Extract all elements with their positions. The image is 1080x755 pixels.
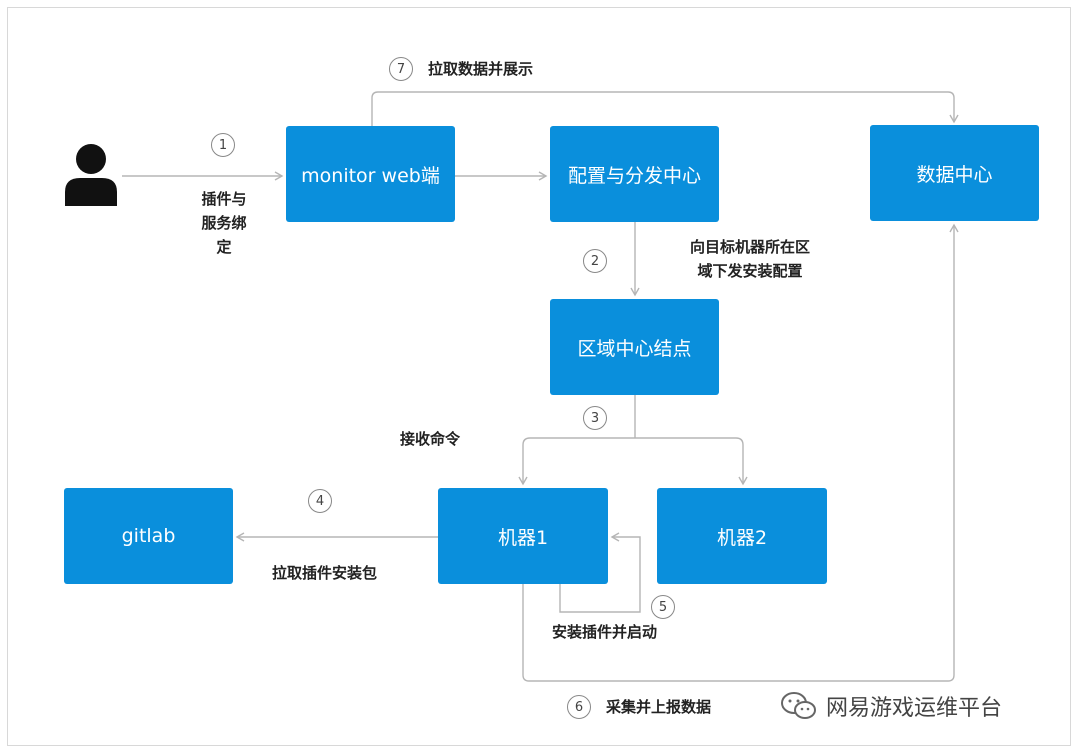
label-pull-package: 拉取插件安装包 xyxy=(272,564,378,582)
machine1-node: 机器1 xyxy=(438,488,608,584)
watermark: 网易游戏运维平台 xyxy=(780,690,1002,722)
step-2-marker: 2 xyxy=(583,249,607,273)
step-1-marker: 1 xyxy=(211,133,235,157)
watermark-text: 网易游戏运维平台 xyxy=(826,696,1003,721)
step-4-marker: 4 xyxy=(308,489,332,513)
gitlab-node: gitlab xyxy=(64,488,233,584)
step-6-marker: 6 xyxy=(567,695,591,719)
label-dispatch-config: 向目标机器所在区 域下发安装配置 xyxy=(670,235,830,283)
data-center-node: 数据中心 xyxy=(870,125,1039,221)
label-install-start: 安装插件并启动 xyxy=(552,623,658,641)
label-pull-and-display: 拉取数据并展示 xyxy=(428,60,534,78)
label-collect-report: 采集并上报数据 xyxy=(606,698,712,716)
step-3-marker: 3 xyxy=(583,406,607,430)
label-bind-plugin-line3: 定 xyxy=(216,238,232,256)
monitor-web-node: monitor web端 xyxy=(286,126,455,222)
edge-machine1-to-datacenter xyxy=(522,223,959,682)
label-dispatch-config-line2: 域下发安装配置 xyxy=(697,262,803,280)
edge-monitor-to-datacenter xyxy=(371,91,959,126)
label-dispatch-config-line1: 向目标机器所在区 xyxy=(689,238,810,256)
label-bind-plugin-line2: 服务绑 xyxy=(201,214,247,232)
edge-region-to-machine1 xyxy=(518,437,635,486)
label-receive-command: 接收命令 xyxy=(400,430,461,448)
step-7-marker: 7 xyxy=(389,57,413,81)
config-center-node: 配置与分发中心 xyxy=(550,126,719,222)
label-bind-plugin-line1: 插件与 xyxy=(201,190,247,208)
machine2-node: 机器2 xyxy=(657,488,827,584)
edge-region-to-machine2 xyxy=(635,437,748,486)
label-bind-plugin: 插件与 服务绑 定 xyxy=(188,187,260,259)
diagram-frame xyxy=(7,7,1071,746)
edge-machine1-self-loop xyxy=(559,532,641,613)
step-5-marker: 5 xyxy=(651,595,675,619)
region-center-node: 区域中心结点 xyxy=(550,299,719,395)
wechat-icon xyxy=(781,692,816,719)
user-icon xyxy=(62,142,120,212)
